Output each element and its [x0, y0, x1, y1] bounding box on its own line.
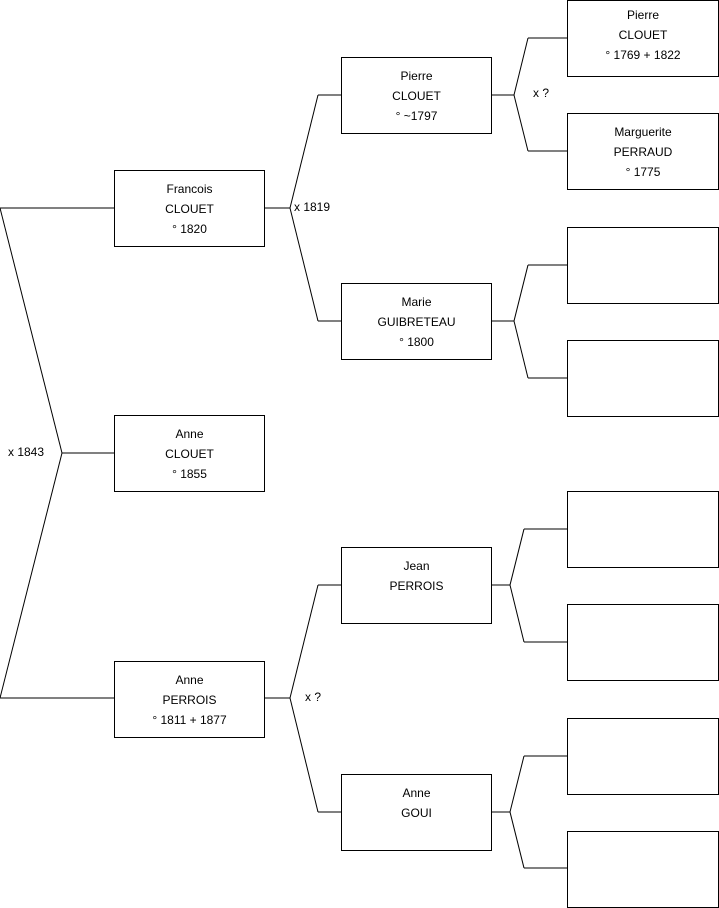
person-box-francois-clouet[interactable]: Francois CLOUET ° 1820 [114, 170, 265, 247]
connector-line [509, 811, 525, 869]
person-first-name: Francois [166, 182, 213, 196]
marriage-label-clouet-guibreteau: x 1819 [294, 200, 331, 214]
person-first-name: Marie [401, 295, 432, 309]
person-dates: ° 1775 [625, 165, 661, 179]
person-last-name: CLOUET [165, 447, 214, 461]
connector-line [289, 94, 319, 209]
person-box-pierre-clouet-1797[interactable]: Pierre CLOUET ° ~1797 [341, 57, 492, 134]
person-first-name: Pierre [400, 69, 433, 83]
person-first-name: Marguerite [614, 125, 672, 139]
person-first-name: Jean [403, 559, 430, 573]
connector-line [0, 452, 63, 699]
connector-line [513, 37, 529, 96]
person-first-name: Anne [175, 427, 204, 441]
connector-line [509, 528, 525, 586]
person-last-name: CLOUET [392, 89, 441, 103]
person-dates: ° 1820 [172, 222, 207, 236]
person-dates: ° ~1797 [395, 109, 438, 123]
connector-line [513, 94, 529, 152]
person-box-empty[interactable] [567, 491, 719, 568]
person-last-name: CLOUET [165, 202, 214, 216]
connector-line [289, 584, 319, 699]
connector-line [509, 755, 525, 813]
person-last-name: PERROIS [389, 579, 444, 593]
person-box-empty[interactable] [567, 831, 719, 908]
person-last-name: GOUI [401, 806, 432, 820]
person-dates: ° 1855 [172, 467, 207, 481]
marriage-label-clouet-perraud: x ? [533, 86, 550, 100]
person-box-empty[interactable] [567, 718, 719, 795]
person-last-name: CLOUET [618, 28, 668, 42]
person-last-name: PERROIS [162, 693, 217, 707]
person-box-anne-goui[interactable]: Anne GOUI [341, 774, 492, 851]
person-box-anne-clouet[interactable]: Anne CLOUET ° 1855 [114, 415, 265, 492]
person-first-name: Pierre [626, 8, 659, 22]
person-box-jean-perrois[interactable]: Jean PERROIS [341, 547, 492, 624]
person-box-marguerite-perraud[interactable]: Marguerite PERRAUD ° 1775 [567, 113, 719, 190]
connector-line [513, 264, 529, 322]
marriage-label-perrois-goui: x ? [305, 690, 322, 704]
person-dates: ° 1811 + 1877 [152, 713, 227, 727]
person-box-empty[interactable] [567, 340, 719, 417]
person-dates: ° 1769 + 1822 [605, 48, 681, 62]
person-box-marie-guibreteau[interactable]: Marie GUIBRETEAU ° 1800 [341, 283, 492, 360]
person-last-name: PERRAUD [613, 145, 673, 159]
connector-line [289, 697, 319, 813]
marriage-label-parents: x 1843 [8, 445, 45, 459]
person-box-anne-perrois[interactable]: Anne PERROIS ° 1811 + 1877 [114, 661, 265, 738]
person-box-empty[interactable] [567, 227, 719, 304]
connector-line [0, 207, 63, 454]
person-box-pierre-clouet-1769[interactable]: Pierre CLOUET ° 1769 + 1822 [567, 0, 719, 77]
person-first-name: Anne [402, 786, 431, 800]
connector-line [289, 207, 319, 322]
person-last-name: GUIBRETEAU [377, 315, 456, 329]
person-first-name: Anne [175, 673, 204, 687]
connector-line [509, 584, 525, 643]
connector-line [513, 320, 529, 379]
person-dates: ° 1800 [399, 335, 434, 349]
person-box-empty[interactable] [567, 604, 719, 681]
